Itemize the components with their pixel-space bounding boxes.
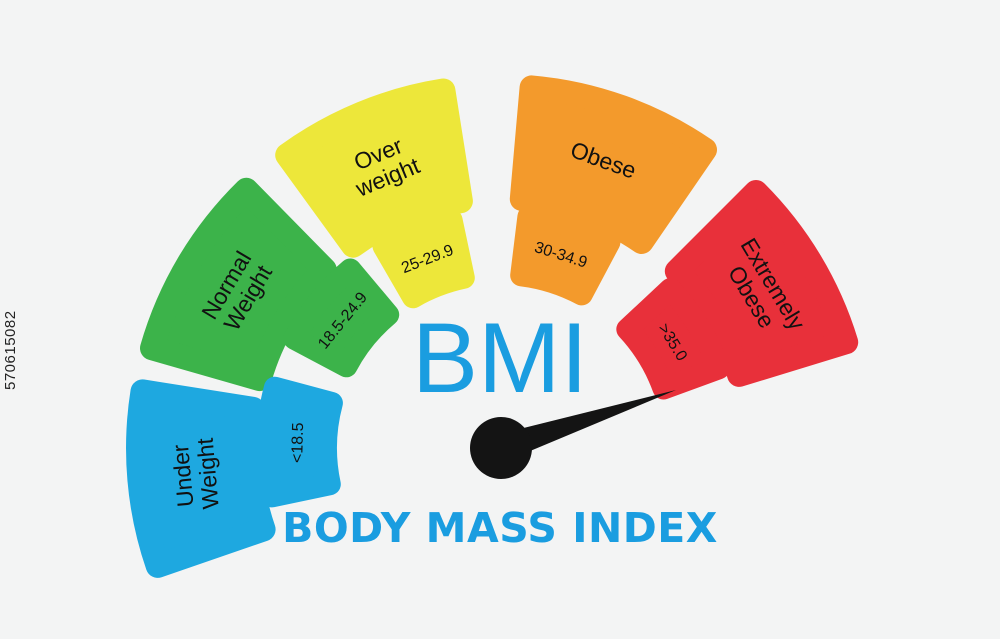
category-band-normal [140, 177, 337, 392]
category-band-underweight [126, 379, 276, 578]
body-mass-index-title: BODY MASS INDEX [282, 504, 718, 552]
category-label-line: Under [167, 443, 198, 508]
bmi-title: BMI [412, 302, 588, 413]
needle-pointer [496, 390, 676, 462]
range-band-underweight [255, 376, 343, 508]
category-label-underweight: UnderWeight [167, 436, 224, 512]
category-band-overweight [275, 78, 473, 258]
range-band-extremely-obese [616, 278, 730, 400]
range-band-normal [283, 258, 400, 378]
needle-hub [470, 417, 532, 479]
range-band-obese [510, 205, 621, 306]
category-band-obese [509, 75, 717, 254]
range-label-underweight: <18.5 [289, 422, 307, 463]
gauge-needle [470, 390, 676, 479]
category-band-extremely-obese [664, 180, 859, 387]
category-label-line: Weight [192, 436, 224, 510]
stock-id: 570615082 [2, 310, 19, 390]
range-band-overweight [372, 209, 475, 309]
